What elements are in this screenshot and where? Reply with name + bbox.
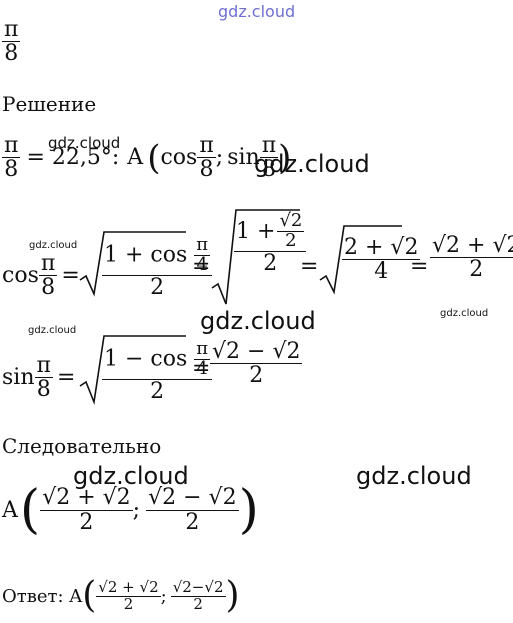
watermark: gdz.cloud [28,325,77,336]
denominator: 4 [196,253,208,275]
denominator: 2 [79,509,94,535]
watermark: gdz.cloud [356,462,472,490]
numerator: π [40,251,56,276]
denominator: 8 [36,377,51,403]
denominator: 2 [150,378,165,404]
denominator: 8 [4,157,19,183]
sin-label: sin [2,365,35,391]
denominator: 8 [4,41,19,67]
equals: = [61,263,80,289]
numerator: π [4,17,19,42]
numerator: √2 + √2 [42,485,131,511]
denominator: 2 [193,594,203,613]
numerator: π [4,133,19,158]
point-label: A [2,497,18,523]
equals: = [192,254,211,279]
angle-value: = 22,5°: [26,145,120,171]
denominator: 2 [150,274,165,300]
numerator: √2 + √2 [98,577,159,596]
separator: ; [215,145,224,171]
answer-label: Ответ: A [2,585,83,607]
denominator: 4 [374,259,389,285]
cos-label: cos [2,263,39,289]
numerator: π [36,353,51,378]
point-label: A [127,145,144,171]
radical-sign [79,231,186,297]
numerator: 2 + √2 [344,235,419,260]
numerator: √2 − √2 [148,485,237,511]
watermark: gdz.cloud [200,307,316,335]
numerator: √2−√2 [172,577,224,596]
denominator: 2 [263,250,278,276]
equals: = [56,365,76,391]
watermark: gdz.cloud [440,308,489,319]
numerator: √2 + √2 [432,233,513,258]
numerator: √2 − √2 [212,339,301,364]
denominator: 2 [249,363,264,389]
denominator: 2 [185,509,200,535]
solution-heading: Решение [2,92,97,116]
radical-sign [211,209,300,305]
therefore-heading: Следовательно [2,434,162,458]
separator: ; [132,497,141,523]
watermark: gdz.cloud [73,462,189,490]
watermark: gdz.cloud [254,150,370,178]
radical-sign [319,225,402,295]
sin-label: sin [227,145,260,171]
numerator: π [196,234,209,255]
radicand: 2 [290,210,303,231]
equals: = [192,356,211,381]
cos-label: cos [160,145,198,171]
denominator: 4 [196,357,208,379]
numerator: π [196,338,209,359]
denominator: 2 [469,257,484,283]
watermark: gdz.cloud [218,2,296,21]
denominator: 8 [41,275,56,301]
watermark: gdz.cloud [48,134,121,152]
denominator: 2 [285,229,297,251]
radical-sign [79,335,186,406]
denominator: 2 [123,594,134,613]
separator: ; [160,585,167,607]
watermark: gdz.cloud [29,240,78,251]
